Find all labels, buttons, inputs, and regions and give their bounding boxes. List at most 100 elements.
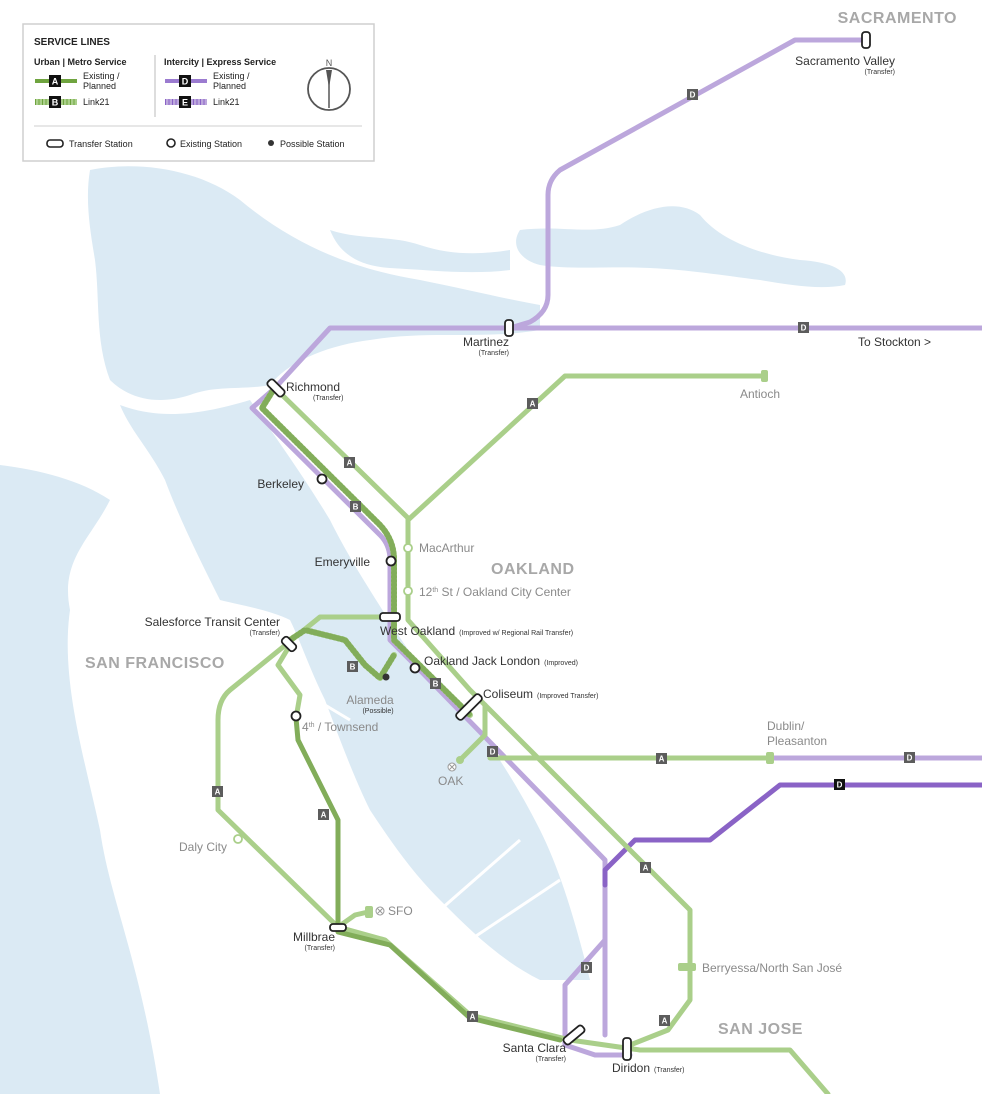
badge-d-sacramento: D (687, 89, 698, 100)
svg-text:A: A (215, 788, 221, 797)
legend-intercity-existing-swatch: D (165, 75, 207, 87)
station-dublin-marker[interactable] (766, 752, 774, 764)
rail-lines (215, 37, 982, 1094)
line-link21-b-sf-ticks (287, 627, 397, 681)
water-upper-bay (330, 230, 510, 273)
svg-text:D: D (490, 748, 496, 757)
label-dublin-2: Pleasanton (767, 734, 827, 748)
station-alameda-marker[interactable] (382, 673, 390, 681)
station-salesforce-marker[interactable] (280, 635, 298, 653)
station-millbrae-marker[interactable] (329, 923, 347, 932)
station-oak-marker[interactable] (456, 756, 464, 764)
badge-d-express: D (834, 779, 845, 790)
label-salesforce: Salesforce Transit Center (145, 615, 280, 629)
label-richmond: Richmond (286, 380, 340, 394)
label-sacramento-valley-note: (Transfer) (865, 69, 895, 76)
legend-intercity-existing-label-1: Existing / (213, 71, 250, 81)
station-jack-london-marker[interactable] (409, 662, 421, 674)
station-4th-townsend-marker[interactable] (290, 710, 302, 722)
legend-urban-existing-label-2: Planned (83, 81, 116, 91)
line-coliseum-oak (457, 702, 488, 763)
region-sacramento: SACRAMENTO (838, 10, 957, 27)
label-jack-london: Oakland Jack London(Improved) (424, 654, 578, 668)
label-4th-townsend: 4th / Townsend (302, 720, 378, 734)
label-to-stockton: To Stockton > (858, 335, 931, 349)
line-express-dark-purple (602, 782, 982, 888)
label-richmond-note: (Transfer) (313, 395, 343, 402)
legend-urban-link-label: Link21 (83, 97, 110, 107)
station-emeryville-marker[interactable] (385, 555, 397, 567)
svg-text:D: D (584, 964, 590, 973)
bay-shoals (299, 688, 561, 942)
label-martinez: Martinez (463, 335, 509, 349)
station-berryessa-marker[interactable] (678, 963, 696, 971)
line-4th-millbrae (293, 715, 341, 930)
label-alameda-note: (Possible) (362, 708, 393, 715)
station-diridon-marker[interactable] (622, 1037, 632, 1061)
region-san-jose: SAN JOSE (718, 1021, 803, 1038)
label-12th-st: 12th St / Oakland City Center (419, 585, 571, 599)
legend-possible-station-icon (268, 140, 274, 146)
svg-text:D: D (801, 324, 807, 333)
svg-text:A: A (52, 77, 59, 87)
label-emeryville: Emeryville (315, 555, 371, 569)
legend-transfer-station-icon (46, 139, 64, 148)
legend-existing-station-icon (166, 138, 176, 148)
badge-b-jack-london: B (430, 678, 441, 689)
label-martinez-note: (Transfer) (479, 350, 509, 357)
svg-text:D: D (907, 754, 913, 763)
label-salesforce-note: (Transfer) (250, 630, 280, 637)
station-richmond-marker[interactable] (266, 378, 286, 398)
water-pacific (0, 465, 160, 1094)
station-west-oakland-marker[interactable] (379, 612, 401, 622)
station-antioch-marker[interactable] (761, 370, 768, 382)
water-bodies (0, 166, 846, 1094)
label-dublin-1: Dublin/ (767, 719, 805, 733)
station-coliseum-marker[interactable] (455, 693, 483, 721)
badge-a-peninsula: A (467, 1011, 478, 1022)
line-sacramento-martinez (507, 37, 869, 331)
svg-text:B: B (433, 680, 439, 689)
station-santa-clara-marker[interactable] (562, 1024, 586, 1046)
legend-urban-link-swatch: B (35, 96, 77, 108)
label-oak: OAK (438, 774, 463, 788)
station-sacramento-valley-marker[interactable] (861, 31, 871, 49)
airport-icon-oak (447, 762, 457, 772)
north-arrow-icon: N (307, 58, 351, 111)
legend-existing-station-label: Existing Station (180, 139, 242, 149)
station-daly-city-marker[interactable] (233, 834, 243, 844)
badge-d-dublin: D (904, 752, 915, 763)
label-macarthur: MacArthur (419, 541, 474, 555)
label-santa-clara: Santa Clara (503, 1041, 567, 1055)
station-berkeley-marker[interactable] (316, 473, 328, 485)
svg-text:D: D (690, 91, 696, 100)
label-daly-city: Daly City (179, 840, 227, 854)
line-sf-loop (215, 614, 831, 1094)
label-alameda: Alameda (346, 693, 394, 707)
legend-title: SERVICE LINES (34, 37, 110, 48)
legend: SERVICE LINES Urban | Metro Service Inte… (22, 23, 375, 162)
stations (233, 31, 871, 1061)
label-antioch: Antioch (740, 387, 780, 401)
badge-a-east: A (640, 862, 651, 873)
svg-text:A: A (662, 1017, 668, 1026)
region-oakland: OAKLAND (491, 561, 575, 578)
station-12th-st-marker[interactable] (403, 586, 413, 596)
line-salesforce-4th (275, 642, 303, 721)
badge-b-alameda: B (347, 661, 358, 672)
airport-icon-sfo (375, 906, 385, 916)
svg-text:D: D (837, 781, 843, 790)
svg-text:B: B (350, 663, 356, 672)
station-martinez-marker[interactable] (504, 319, 514, 337)
badge-d-stockton: D (798, 322, 809, 333)
label-sfo: SFO (388, 904, 413, 918)
line-badges: D D A A B B B D A D D A A A D A A (212, 89, 915, 1026)
legend-intercity-heading: Intercity | Express Service (164, 57, 276, 67)
label-west-oakland: West Oakland(Improved w/ Regional Rail T… (380, 624, 573, 638)
line-richmond-antioch (405, 373, 768, 523)
station-sfo-marker[interactable] (365, 906, 373, 918)
station-macarthur-marker[interactable] (403, 543, 413, 553)
badge-a-sj-east: A (659, 1015, 670, 1026)
svg-text:B: B (353, 503, 359, 512)
